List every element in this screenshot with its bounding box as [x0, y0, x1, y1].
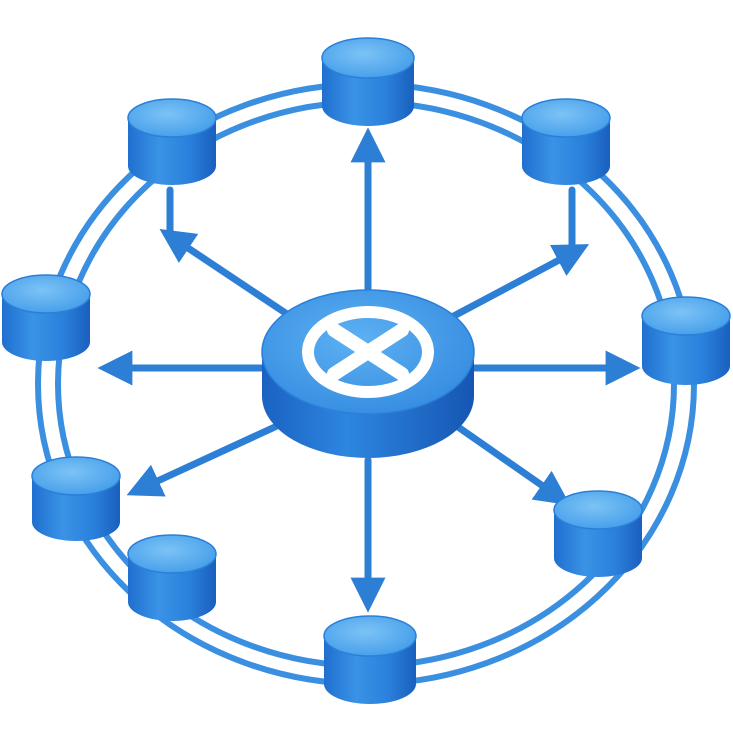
arrow-to-upper-right	[446, 244, 590, 322]
node-left	[1, 274, 91, 361]
node-top-right	[521, 98, 611, 185]
circle-x-icon	[302, 306, 434, 398]
hub	[261, 289, 475, 458]
node-bottom-left-lower	[127, 534, 217, 621]
node-right	[641, 296, 731, 385]
arrow-to-bottom-right	[444, 416, 571, 506]
node-top-left	[127, 98, 217, 185]
node-bottom-right	[553, 490, 643, 577]
arrow-to-upper-left	[159, 229, 294, 320]
node-bottom	[323, 615, 417, 704]
arrow-to-bottom-left	[126, 416, 294, 497]
spokes	[97, 127, 641, 613]
nodes	[1, 37, 731, 704]
node-top	[321, 37, 415, 126]
node-bottom-left	[31, 456, 121, 541]
